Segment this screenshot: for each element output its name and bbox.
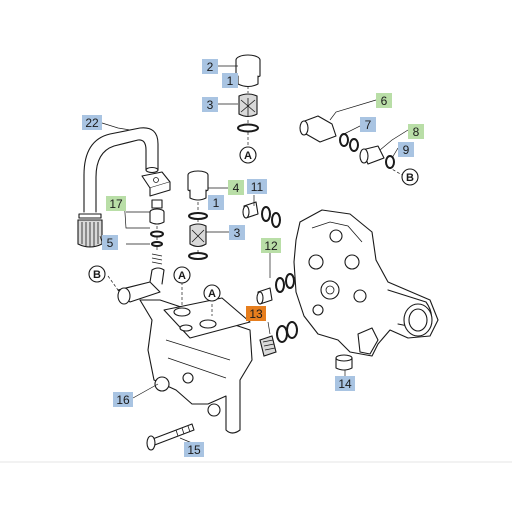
callout-22[interactable]: 22 bbox=[82, 115, 102, 130]
seal-stack-upper bbox=[242, 201, 281, 228]
svg-text:A: A bbox=[208, 288, 216, 300]
svg-text:4: 4 bbox=[233, 181, 240, 195]
svg-text:2: 2 bbox=[207, 60, 214, 74]
svg-text:15: 15 bbox=[187, 443, 201, 457]
svg-text:16: 16 bbox=[116, 393, 130, 407]
svg-text:9: 9 bbox=[403, 143, 410, 157]
svg-text:3: 3 bbox=[234, 226, 241, 240]
callout-3-top[interactable]: 3 bbox=[202, 97, 218, 112]
callout-8[interactable]: 8 bbox=[408, 124, 424, 139]
bolt bbox=[146, 423, 195, 451]
hose-bracket bbox=[141, 171, 171, 197]
svg-text:1: 1 bbox=[227, 74, 234, 88]
reference-a-top: A bbox=[239, 146, 257, 164]
callout-13[interactable]: 13 bbox=[246, 306, 266, 321]
svg-text:14: 14 bbox=[338, 377, 352, 391]
right-fitting-lower bbox=[359, 145, 395, 169]
seal-stack-middle bbox=[256, 273, 295, 305]
top-valve-assembly bbox=[235, 54, 261, 146]
svg-text:11: 11 bbox=[251, 180, 264, 194]
reference-a-mid-right: A bbox=[203, 284, 221, 302]
callout-11[interactable]: 11 bbox=[247, 179, 267, 194]
svg-text:12: 12 bbox=[264, 239, 278, 253]
svg-text:B: B bbox=[93, 269, 101, 281]
svg-text:8: 8 bbox=[413, 125, 420, 139]
svg-text:7: 7 bbox=[365, 118, 372, 132]
right-fitting-upper bbox=[299, 115, 359, 152]
svg-text:6: 6 bbox=[381, 94, 388, 108]
plug-cap bbox=[335, 354, 353, 371]
nipple-fitting bbox=[149, 199, 165, 265]
callout-12[interactable]: 12 bbox=[261, 238, 281, 253]
callout-4[interactable]: 4 bbox=[228, 180, 244, 195]
svg-text:B: B bbox=[406, 172, 414, 184]
svg-text:A: A bbox=[244, 150, 252, 162]
reference-b-right: B bbox=[401, 168, 419, 186]
reference-b-left: B bbox=[88, 265, 106, 283]
svg-text:13: 13 bbox=[249, 307, 263, 321]
callout-leaders bbox=[99, 65, 409, 444]
svg-text:5: 5 bbox=[107, 236, 114, 250]
hose bbox=[83, 127, 159, 213]
reference-a-mid-left: A bbox=[173, 266, 191, 284]
callout-16[interactable]: 16 bbox=[113, 392, 133, 407]
svg-text:17: 17 bbox=[109, 197, 123, 211]
inlet-manifold bbox=[117, 267, 253, 434]
callout-7[interactable]: 7 bbox=[360, 117, 376, 132]
svg-text:1: 1 bbox=[213, 196, 220, 210]
callout-1-middle[interactable]: 1 bbox=[208, 195, 224, 210]
callout-3-middle[interactable]: 3 bbox=[229, 225, 245, 240]
callout-5[interactable]: 5 bbox=[102, 235, 118, 250]
strainer bbox=[77, 213, 103, 248]
svg-text:22: 22 bbox=[85, 116, 99, 130]
reference-lines bbox=[107, 167, 405, 316]
callout-2[interactable]: 2 bbox=[202, 59, 218, 74]
callout-9[interactable]: 9 bbox=[398, 142, 414, 157]
seal-stack-lower bbox=[259, 321, 298, 357]
callout-15[interactable]: 15 bbox=[184, 442, 204, 457]
svg-text:A: A bbox=[178, 270, 186, 282]
callout-17[interactable]: 17 bbox=[106, 196, 126, 211]
svg-text:3: 3 bbox=[207, 98, 214, 112]
callout-6[interactable]: 6 bbox=[376, 93, 392, 108]
middle-valve-assembly bbox=[187, 170, 209, 260]
callout-1-top[interactable]: 1 bbox=[222, 73, 238, 88]
pump-head bbox=[293, 209, 439, 357]
callout-14[interactable]: 14 bbox=[335, 376, 355, 391]
